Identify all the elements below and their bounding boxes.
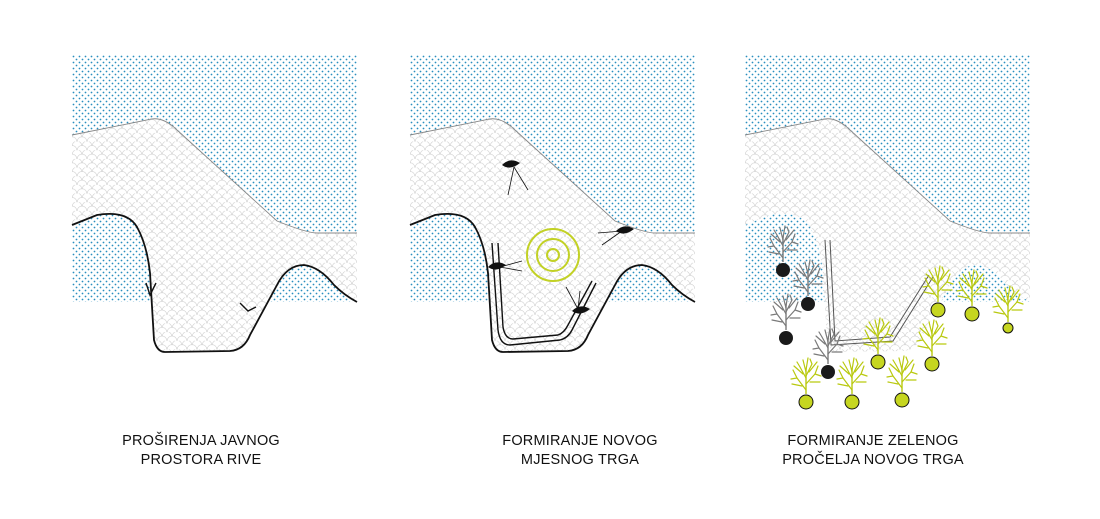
tree-icon (886, 355, 918, 408)
caption-panel-2: FORMIRANJE NOVOG MJESNOG TRGA (460, 432, 700, 470)
tree-icon (992, 285, 1024, 334)
tree-icon (956, 269, 988, 322)
caption-line: MJESNOG TRGA (520, 452, 640, 468)
tree-icon (922, 265, 954, 318)
old-coastline (71, 118, 357, 234)
tree-icon (812, 327, 844, 379)
arrow-icon (145, 282, 157, 297)
caption-line: PROŠIRENJA JAVNOG (122, 433, 280, 449)
tree-icon (790, 357, 822, 410)
caption-line: PROČELJA NOVOG TRGA (782, 452, 964, 468)
eye-icon (488, 260, 523, 272)
caption-line: FORMIRANJE ZELENOG (787, 433, 959, 449)
tree-icon (836, 357, 868, 410)
promenade-path (491, 242, 597, 346)
tree-icon (916, 319, 948, 372)
tree-icon (862, 317, 894, 370)
eye-icon (565, 286, 590, 314)
caption-line: PROSTORA RIVE (140, 452, 262, 468)
arrow-icon (239, 302, 257, 312)
new-coastline (409, 212, 696, 353)
caption-line: FORMIRANJE NOVOG (502, 433, 658, 449)
caption-panel-1: PROŠIRENJA JAVNOG PROSTORA RIVE (81, 432, 321, 470)
existing-trees (767, 225, 844, 379)
panel-1-expansion (71, 55, 358, 353)
caption-panel-3: FORMIRANJE ZELENOG PROČELJA NOVOG TRGA (753, 432, 993, 470)
tree-icon (767, 225, 799, 277)
tree-icon (792, 259, 824, 311)
old-coastline (744, 118, 1030, 234)
eye-icon (597, 226, 634, 246)
tree-icon (770, 293, 802, 345)
panel-3-green-facade (744, 55, 1030, 352)
panel-2-new-square (409, 55, 696, 353)
new-coastline (71, 212, 358, 353)
old-coastline (409, 118, 695, 234)
target-rings-icon (526, 228, 580, 282)
new-green-trees (790, 265, 1024, 410)
eye-icon (502, 160, 529, 196)
